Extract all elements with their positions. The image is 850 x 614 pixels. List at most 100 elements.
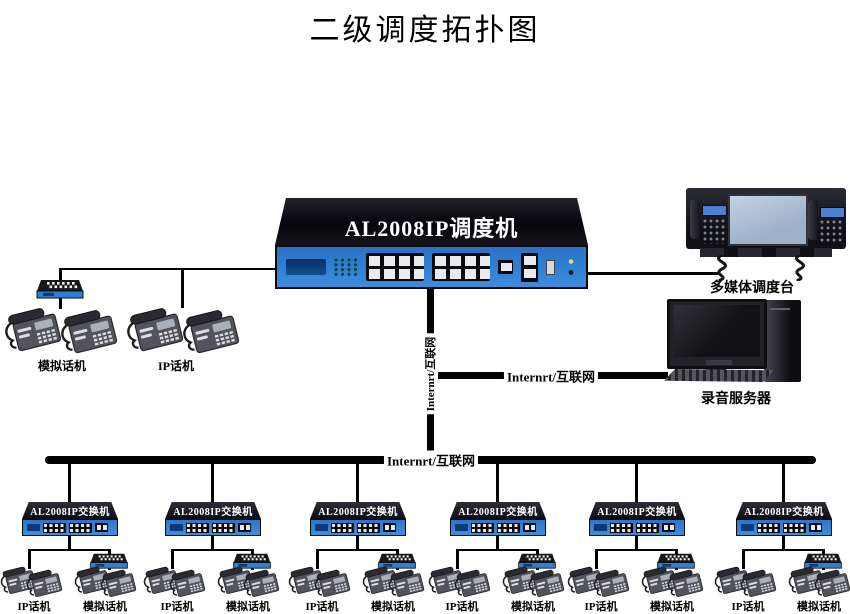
- switch-front-panel: [22, 519, 118, 536]
- console-right-keypad: [819, 219, 843, 244]
- switch-port-block-icon: [331, 522, 354, 533]
- ip-phone-icon: [126, 304, 186, 354]
- switch-port-block-icon: [43, 522, 66, 533]
- server-keyboard-icon: [664, 369, 774, 382]
- switch-port-block-icon: [757, 522, 780, 533]
- switch-front-panel: [589, 519, 685, 536]
- server-tower: [764, 300, 801, 382]
- cable-switch-drop: [496, 535, 499, 551]
- switch-port-block-icon: [212, 522, 235, 533]
- analog-phone-icon: [4, 304, 64, 354]
- cable-bus-drop: [68, 460, 71, 503]
- cable-switch-drop: [635, 535, 638, 551]
- analog-phone-icon: [388, 567, 426, 599]
- switch-port-block-icon: [783, 522, 806, 533]
- dispatcher-led-grid: [333, 257, 359, 277]
- switch-logo: [170, 524, 183, 531]
- switch-front-panel: [310, 519, 406, 536]
- ip-phone-icon: [454, 567, 492, 599]
- switch-uplink-port-icon: [383, 523, 396, 532]
- switch-uplink-port-icon: [662, 523, 675, 532]
- group-ip-label: IP话机: [305, 601, 339, 613]
- switch-logo: [455, 524, 468, 531]
- cable-bus-drop: [782, 460, 785, 503]
- cable-ip-drop: [595, 549, 598, 569]
- cable-bus-drop: [496, 460, 499, 503]
- cable-switch-drop: [211, 535, 214, 551]
- switch-label: AL2008IP交换机: [22, 502, 118, 519]
- group-analog-label: 模拟话机: [371, 601, 415, 613]
- group-ip-label: IP话机: [584, 601, 618, 613]
- cable-ip-drop: [456, 549, 459, 569]
- analog-phone-icon: [667, 567, 705, 599]
- switch-label: AL2008IP交换机: [450, 502, 546, 519]
- switch-logo: [741, 524, 754, 531]
- switch-front-panel: [165, 519, 261, 536]
- cable-bus-drop: [356, 460, 359, 503]
- dispatcher-port-block-icon: [366, 253, 424, 281]
- switch-port-block-icon: [636, 522, 659, 533]
- console-body: [686, 188, 846, 249]
- console-right-lcd: [820, 207, 845, 218]
- switch-device: AL2008IP交换机: [22, 502, 118, 536]
- cable-ip-drop: [742, 549, 745, 569]
- gateway-icon: [36, 279, 84, 299]
- cable-branch-horizontal: [316, 549, 399, 551]
- cable-branch-horizontal: [171, 549, 254, 551]
- dispatcher-uplink-port-icon: [497, 260, 514, 274]
- cable-branch-horizontal: [742, 549, 825, 551]
- switch-label: AL2008IP交换机: [736, 502, 832, 519]
- cable-ip-drop: [171, 549, 174, 569]
- cable-branch-horizontal: [595, 549, 678, 551]
- analog-phone-icon: [814, 567, 850, 599]
- group-analog-label: 模拟话机: [511, 601, 555, 613]
- switch-label: AL2008IP交换机: [310, 502, 406, 519]
- switch-port-block-icon: [471, 522, 494, 533]
- switch-group: AL2008IP交换机 IP话机 模拟话机: [0, 460, 142, 614]
- ip-phone-icon: [740, 567, 778, 599]
- server-monitor-foot: [706, 360, 732, 365]
- switch-port-block-icon: [69, 522, 92, 533]
- console-screen: [728, 194, 808, 246]
- analog-phone-icon: [243, 567, 281, 599]
- server-monitor-screen: [674, 305, 760, 357]
- internet-server-label: Internrt/互联网: [503, 366, 599, 386]
- ip-phone-icon: [593, 567, 631, 599]
- internet-vertical-label: Internrt/互联网: [422, 333, 438, 415]
- cable-ip-drop: [28, 549, 31, 569]
- switch-logo: [594, 524, 607, 531]
- analog-phone-icon: [60, 306, 120, 356]
- dispatcher-label: AL2008IP调度机: [275, 198, 588, 245]
- cable-ip-drop: [316, 549, 319, 569]
- group-ip-label: IP话机: [445, 601, 479, 613]
- dispatcher-device: AL2008IP调度机: [275, 198, 588, 289]
- cable-left-ipphone-drop: [181, 268, 184, 308]
- cable-left-gateway-phone-drop: [59, 298, 62, 309]
- switch-group: AL2008IP交换机 IP话机 模拟话机: [427, 460, 570, 614]
- switch-device: AL2008IP交换机: [450, 502, 546, 536]
- dispatcher-port-block-icon: [431, 253, 490, 281]
- switch-logo: [315, 524, 328, 531]
- console-left-lcd: [702, 205, 727, 216]
- switch-group: AL2008IP交换机 IP话机 模拟话机: [287, 460, 430, 614]
- switch-group: AL2008IP交换机 IP话机 模拟话机: [142, 460, 285, 614]
- switch-port-block-icon: [186, 522, 209, 533]
- console-base: [700, 248, 832, 257]
- switch-port-block-icon: [497, 522, 520, 533]
- group-ip-label: IP话机: [17, 601, 51, 613]
- page-title: 二级调度拓扑图: [309, 14, 541, 47]
- group-analog-label: 模拟话机: [83, 601, 127, 613]
- group-ip-label: IP话机: [160, 601, 194, 613]
- switch-device: AL2008IP交换机: [589, 502, 685, 536]
- cable-switch-drop: [356, 535, 359, 551]
- switch-label: AL2008IP交换机: [165, 502, 261, 519]
- dispatcher-usb-icon: [546, 259, 555, 275]
- group-analog-label: 模拟话机: [650, 601, 694, 613]
- ip-phone-icon: [26, 567, 64, 599]
- console-cords-icon: [717, 255, 805, 281]
- dispatcher-logo: [286, 259, 326, 275]
- ip-phone-icon: [314, 567, 352, 599]
- dispatcher-dual-port-icon: [521, 252, 539, 282]
- analog-phone-icon: [100, 567, 138, 599]
- cable-bus-drop: [211, 460, 214, 503]
